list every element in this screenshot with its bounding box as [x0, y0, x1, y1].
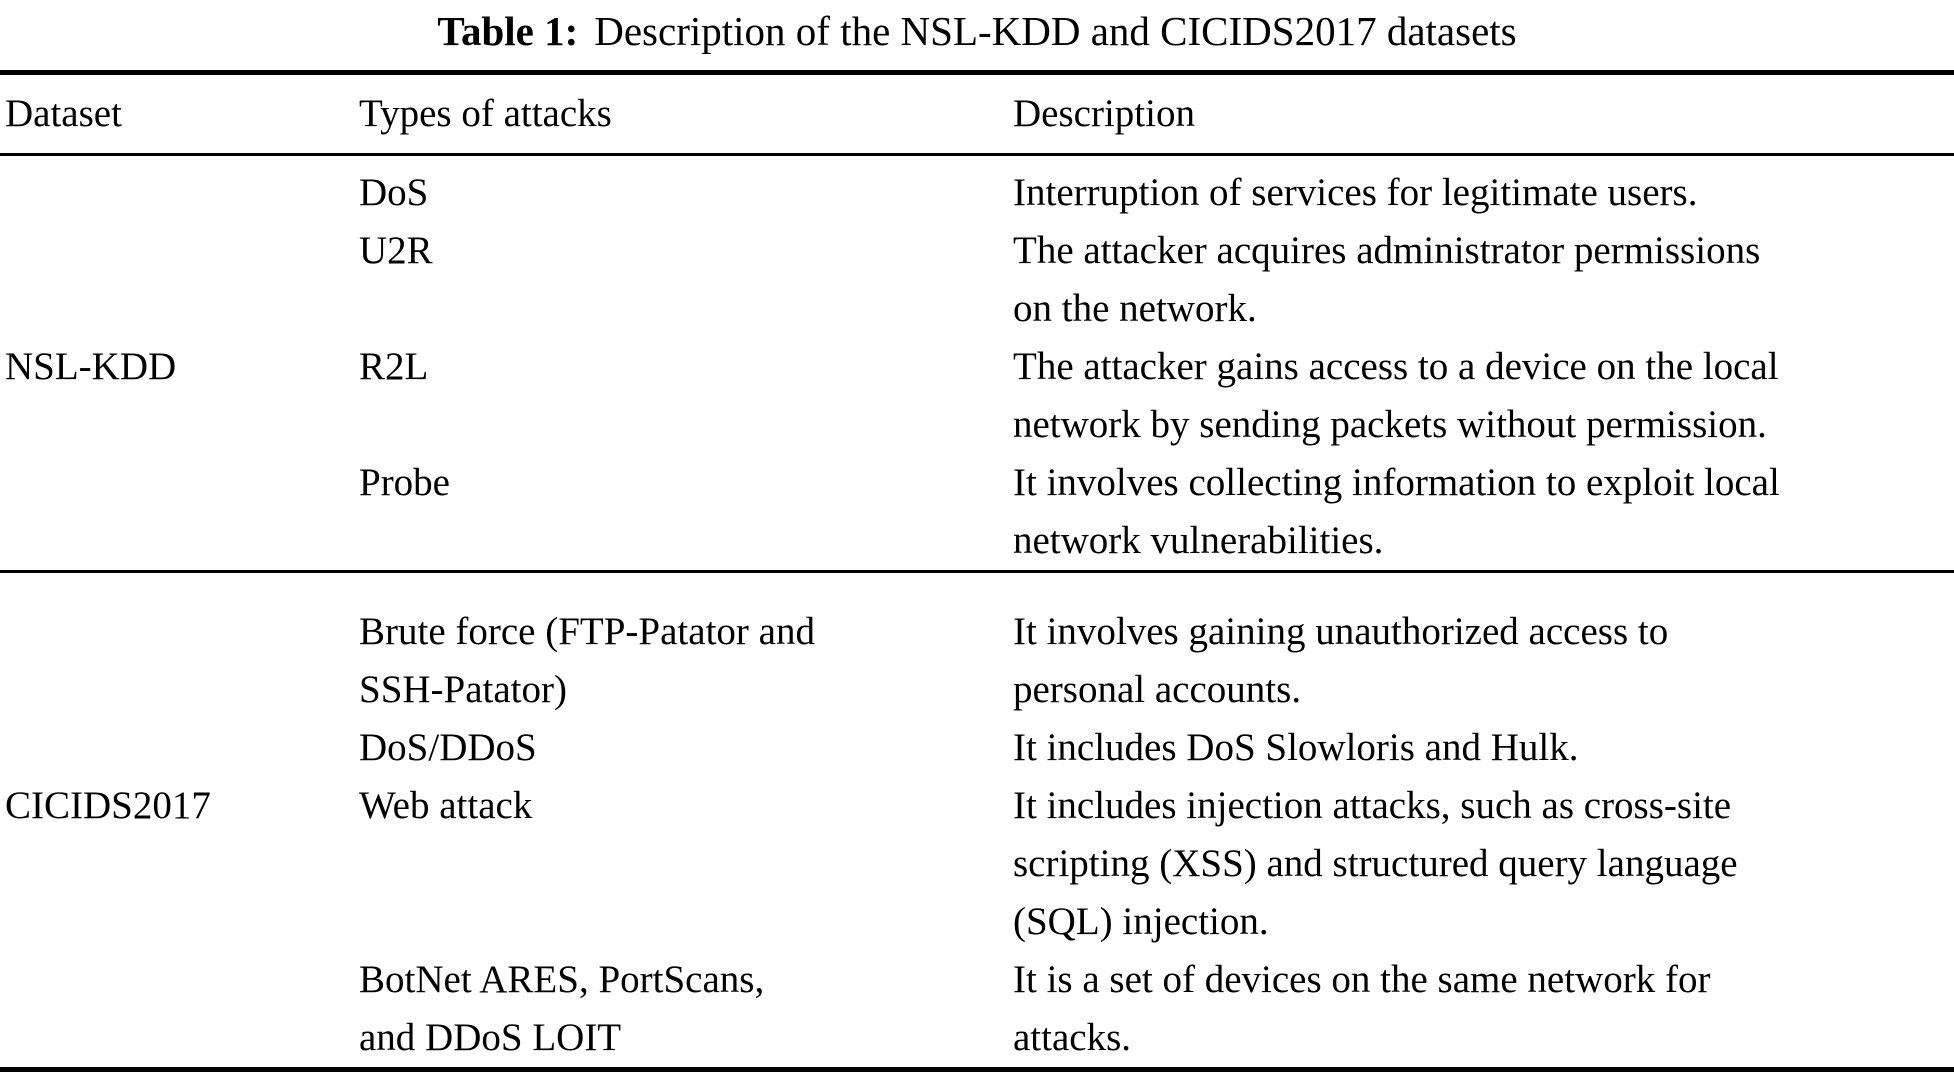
attack-type-cell: BotNet ARES, PortScans, and DDoS LOIT: [359, 958, 765, 1059]
description-cell: It includes DoS Slowloris and Hulk.: [1013, 726, 1579, 769]
table-row-r2l: NSL-KDD R2L The attacker gains access to…: [0, 338, 1954, 454]
dataset-cell: [0, 454, 357, 572]
description-cell: It includes injection attacks, such as c…: [1013, 784, 1738, 943]
column-header-dataset: Dataset: [5, 92, 122, 135]
attack-type-cell: Brute force (FTP-Patator and SSH-Patator…: [359, 610, 815, 711]
dataset-cell: [0, 719, 357, 777]
header-row: Dataset Types of attacks Description: [0, 73, 1954, 155]
attack-type-cell: DoS: [359, 171, 429, 214]
description-cell: The attacker gains access to a device on…: [1013, 345, 1779, 446]
table-caption-text: Description of the NSL-KDD and CICIDS201…: [594, 8, 1517, 54]
description-cell: The attacker acquires administrator perm…: [1013, 229, 1761, 330]
dataset-name-label: NSL-KDD: [5, 345, 177, 388]
table-caption: Table 1: Description of the NSL-KDD and C…: [0, 0, 1954, 70]
section-cicids2017: Brute force (FTP-Patator and SSH-Patator…: [0, 572, 1954, 1070]
table-header: Dataset Types of attacks Description: [0, 73, 1954, 155]
datasets-table: Dataset Types of attacks Description DoS…: [0, 70, 1954, 1072]
table-row-u2r: U2R The attacker acquires administrator …: [0, 222, 1954, 338]
attack-type-cell: R2L: [359, 345, 429, 388]
dataset-cell: [0, 951, 357, 1070]
attack-type-cell: U2R: [359, 229, 433, 272]
column-header-types-of-attacks: Types of attacks: [359, 92, 612, 135]
description-cell: It involves collecting information to ex…: [1013, 461, 1780, 562]
table-row-brute-force: Brute force (FTP-Patator and SSH-Patator…: [0, 572, 1954, 720]
description-cell: It is a set of devices on the same netwo…: [1013, 958, 1711, 1059]
table-caption-label: Table 1:: [437, 8, 579, 54]
table-row-dos: DoS Interruption of services for legitim…: [0, 155, 1954, 223]
table-row-botnet: BotNet ARES, PortScans, and DDoS LOIT It…: [0, 951, 1954, 1070]
table-row-web-attack: CICIDS2017 Web attack It includes inject…: [0, 777, 1954, 951]
description-cell: It involves gaining unauthorized access …: [1013, 610, 1669, 711]
dataset-cell: [0, 572, 357, 720]
attack-type-cell: Probe: [359, 461, 450, 504]
attack-type-cell: DoS/DDoS: [359, 726, 537, 769]
dataset-cell: [0, 155, 357, 223]
dataset-cell: [0, 222, 357, 338]
attack-type-cell: Web attack: [359, 784, 533, 827]
dataset-name-label: CICIDS2017: [5, 784, 211, 827]
table-row-dos-ddos: DoS/DDoS It includes DoS Slowloris and H…: [0, 719, 1954, 777]
column-header-description: Description: [1013, 92, 1195, 135]
section-nsl-kdd: DoS Interruption of services for legitim…: [0, 155, 1954, 572]
table-row-probe: Probe It involves collecting information…: [0, 454, 1954, 572]
description-cell: Interruption of services for legitimate …: [1013, 171, 1698, 214]
